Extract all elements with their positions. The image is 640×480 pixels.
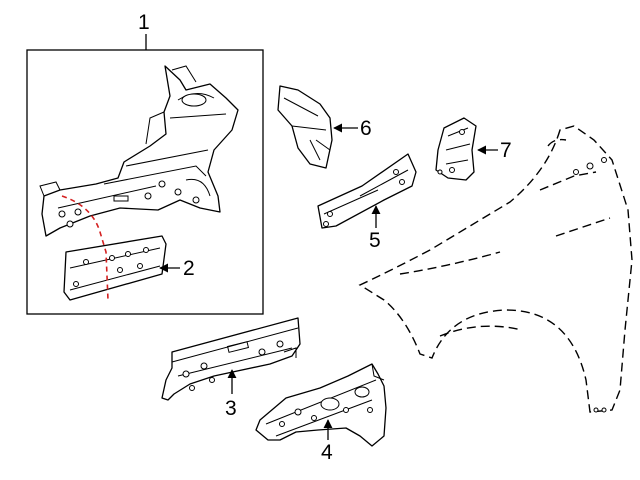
assembly-box — [26, 49, 264, 315]
callout-2: 2 — [183, 257, 195, 280]
part-4-apron — [255, 363, 387, 447]
callout-4: 4 — [321, 441, 333, 464]
part-7-bracket — [435, 117, 477, 181]
part-1-assembly — [39, 65, 239, 237]
part-5-reinforcement — [317, 153, 417, 229]
callout-3: 3 — [225, 397, 237, 420]
fender-outline — [358, 125, 633, 413]
callout-5: 5 — [369, 229, 381, 252]
part-6-extension — [277, 85, 333, 169]
callout-7: 7 — [500, 139, 512, 162]
cut-line — [61, 195, 109, 301]
callout-6: 6 — [360, 117, 372, 140]
callout-1: 1 — [138, 11, 150, 34]
part-2-rail — [63, 235, 167, 301]
part-3-side-member — [161, 317, 301, 401]
